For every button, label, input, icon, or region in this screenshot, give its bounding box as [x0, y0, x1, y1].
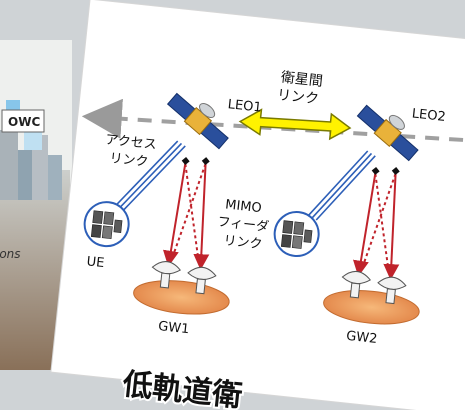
access-link-beams-leo2 — [308, 150, 376, 221]
owc-badge — [1, 109, 45, 133]
gw1-label: GW1 — [157, 319, 190, 337]
feeder-junction-dots-leo2 — [371, 166, 400, 176]
feeder-junction-dots-leo1 — [181, 157, 210, 166]
leo1-label: LEO1 — [227, 97, 262, 115]
ue-devices-icon-2 — [273, 211, 320, 258]
satellite-diagram-card: 衛星間 リンク LEO1 LEO2 アクセス リンク — [50, 0, 465, 410]
gateway-gw1-icon — [133, 261, 230, 315]
mimo-label-line2: フィーダ — [217, 215, 270, 235]
gateway-gw2-icon — [323, 271, 420, 325]
mimo-label-line3: リンク — [223, 233, 263, 252]
access-label-line2: リンク — [109, 151, 149, 170]
gw2-label: GW2 — [345, 329, 378, 347]
satellite-icon-leo2 — [356, 104, 419, 162]
mimo-feeder-links-leo2 — [352, 171, 400, 281]
left-background-panel: OWC ions — [0, 40, 72, 370]
left-panel-side-text: ions — [0, 247, 21, 261]
satellite-icon-leo1 — [166, 92, 229, 150]
inter-satellite-link-arrow — [238, 108, 352, 141]
leo2-label: LEO2 — [411, 106, 446, 124]
isl-label-line2: リンク — [276, 87, 319, 107]
mimo-feeder-links-leo1 — [162, 161, 210, 271]
isl-label-line1: 衛星間 — [280, 70, 323, 90]
ue-devices-icon-1 — [83, 201, 130, 248]
owc-badge-label: OWC — [8, 115, 40, 129]
access-link-beams-leo1 — [113, 140, 186, 213]
ue-label: UE — [86, 254, 105, 271]
caption-text: 低軌道衛 — [120, 367, 244, 410]
mimo-label-line1: MIMO — [225, 197, 263, 216]
access-label-line1: アクセス — [105, 133, 158, 153]
